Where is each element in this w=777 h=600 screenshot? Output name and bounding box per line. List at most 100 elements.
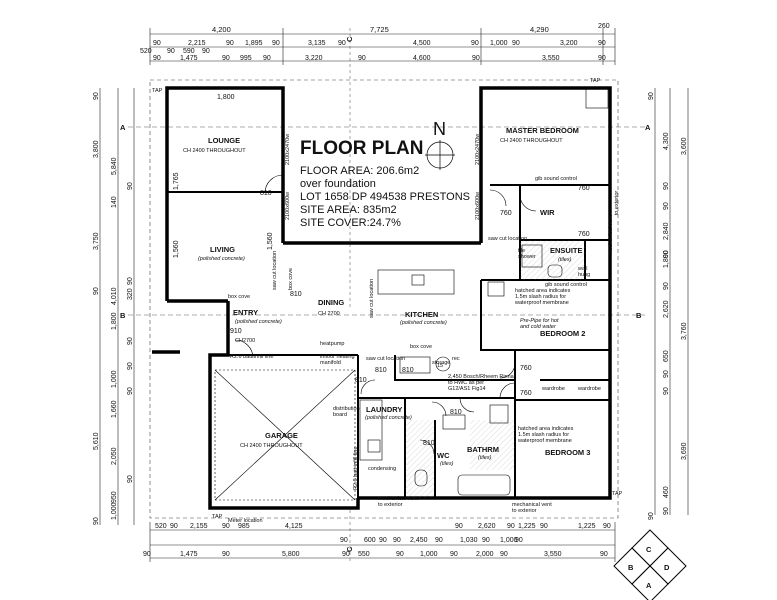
svg-text:760: 760 [520,365,532,372]
svg-text:995: 995 [240,55,252,62]
note-15: 15 [437,363,443,369]
room-master-ch: CH 2400 THROUGHOUT [500,138,563,144]
svg-text:4,300: 4,300 [663,132,670,150]
svg-text:90: 90 [170,523,178,530]
grid-label-c-top: C [345,36,354,42]
svg-text:90: 90 [127,277,134,285]
wardrobe-2: wardrobe [577,386,601,392]
room-bed3: BEDROOM 3 [545,448,590,457]
north-arrow-icon [425,140,455,170]
svg-text:90: 90 [598,55,606,62]
svg-text:1,000: 1,000 [111,502,118,520]
svg-text:90: 90 [598,40,606,47]
svg-text:90: 90 [272,40,280,47]
svg-text:90: 90 [202,48,210,55]
svg-text:90: 90 [153,55,161,62]
svg-text:90: 90 [226,40,234,47]
svg-text:3,750: 3,750 [93,232,100,250]
grid-label-b-right: B [636,311,642,320]
svg-text:4,500: 4,500 [413,40,431,47]
fridge-icon [487,281,505,297]
svg-text:950: 950 [111,491,118,503]
room-laundry: LAUNDRY [366,405,402,414]
svg-text:90: 90 [512,40,520,47]
room-kitchen: KITCHEN [405,310,438,319]
storage-label: storage [432,360,450,366]
room-entry-sub: (polished concrete) [235,319,282,325]
svg-text:3,690: 3,690 [681,442,688,460]
svg-text:810: 810 [375,367,387,374]
note-sawcut: saw cut location [488,236,527,242]
svg-text:3,550: 3,550 [542,55,560,62]
title-line-4: SITE AREA: 835m2 [300,204,397,216]
svg-text:90: 90 [648,512,655,520]
internal-walls [167,184,610,498]
svg-text:550: 550 [358,551,370,558]
svg-text:2,620: 2,620 [478,523,496,530]
svg-text:90: 90 [396,551,404,558]
note-sawcut-3: saw cut location [369,279,375,318]
note-condensing: condensing [368,466,396,472]
dim-top-1d: 260 [598,23,610,30]
window-sizes: 1,800 1,560 1,560 1,765 2100x2470w 2100x… [173,94,481,258]
note-tap-3: TAP [612,491,623,497]
note-infill-2: R2.6 batt infill line [353,447,359,490]
grid-label-a-right: A [645,123,651,132]
title-line-5: SITE COVER:24.7% [300,217,401,229]
svg-text:90: 90 [167,48,175,55]
room-bathrm: BATHRM [467,445,499,454]
svg-text:1,560: 1,560 [173,240,180,258]
room-kitchen-sub: (polished concrete) [400,320,447,326]
svg-text:2,155: 2,155 [190,523,208,530]
svg-text:1,800: 1,800 [663,250,670,268]
svg-text:90: 90 [93,287,100,295]
svg-text:1,000: 1,000 [500,537,518,544]
top-dimensions [149,28,616,310]
shower-icon [489,404,509,424]
svg-text:3,800: 3,800 [93,140,100,158]
grid-label-a-left: A [120,123,126,132]
svg-text:600: 600 [364,537,376,544]
room-bathrm-sub: (tiles) [478,455,492,461]
hwc-icon [435,356,451,372]
svg-text:90: 90 [600,551,608,558]
note-boxcove-3: box cove [288,268,294,290]
note-heatpump: heatpump [320,341,344,347]
compass-a: A [646,581,652,590]
dim-right-col: 3,600 4,300 2,840 1,800 2,620 3,760 650 … [648,92,688,520]
svg-text:90: 90 [222,55,230,62]
svg-text:760: 760 [578,185,590,192]
svg-text:810: 810 [355,377,367,384]
svg-text:810: 810 [423,440,435,447]
svg-text:2100x2470w: 2100x2470w [285,134,291,165]
svg-text:2,840: 2,840 [663,222,670,240]
room-bed2: BEDROOM 2 [540,329,585,338]
right-dimensions [654,88,689,515]
svg-text:90: 90 [540,523,548,530]
svg-text:3,550: 3,550 [544,551,562,558]
vanity-icon [442,414,466,430]
svg-text:910: 910 [230,328,242,335]
svg-text:810: 810 [450,409,462,416]
svg-text:90: 90 [663,282,670,290]
dim-left-col: 3,800 5,840 140 3,750 4,010 320 1,800 1,… [93,92,134,525]
svg-text:2100x600w: 2100x600w [285,192,291,220]
room-ensuite-sub: (tiles) [558,257,572,263]
svg-text:90: 90 [663,387,670,395]
svg-text:520: 520 [155,523,167,530]
note-boxcove-2: box cove [410,344,432,350]
kitchen-sink-icon [411,274,425,286]
svg-text:90: 90 [93,517,100,525]
svg-text:90: 90 [127,475,134,483]
room-ensuite: ENSUITE [550,246,583,255]
title-line-2: over foundation [300,178,376,190]
svg-text:90: 90 [127,182,134,190]
svg-text:90: 90 [663,202,670,210]
room-dining: DINING [318,298,344,307]
